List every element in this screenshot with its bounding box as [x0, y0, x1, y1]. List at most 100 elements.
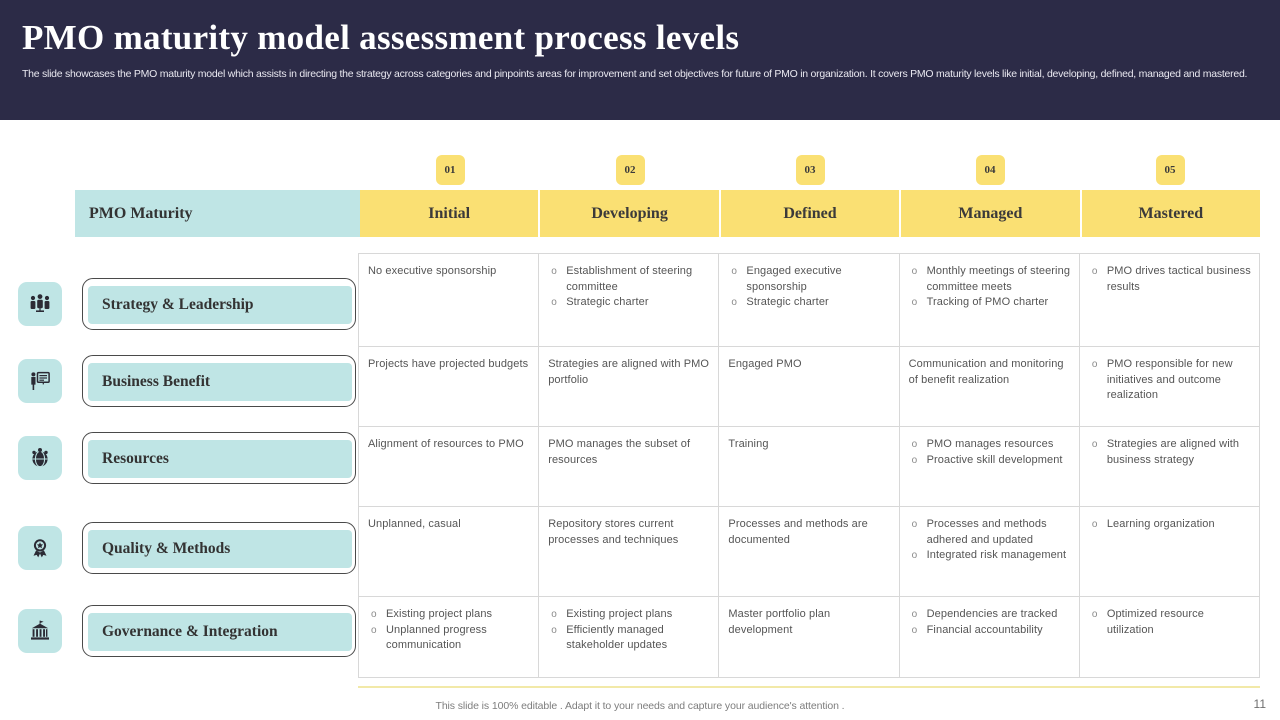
matrix-row: Existing project plansUnplanned progress… [359, 597, 1259, 677]
cell-bullet-item: Efficiently managed stakeholder updates [548, 623, 710, 654]
cell-bullet-list: Engaged executive sponsorshipStrategic c… [728, 264, 890, 311]
cell-text: Projects have projected budgets [368, 358, 529, 370]
level-badge-slot-5: 05 [1080, 155, 1260, 187]
level-badge-03: 03 [795, 155, 825, 185]
cell-bullet-list: Learning organization [1089, 517, 1251, 533]
matrix-cell-r4-c2[interactable]: Repository stores current processes and … [539, 507, 720, 596]
matrix-cell-r1-c2[interactable]: Establishment of steering committeeStrat… [539, 254, 720, 346]
category-outline: Governance & Integration [82, 605, 356, 657]
page-number: 11 [1253, 697, 1266, 711]
matrix-row: No executive sponsorshipEstablishment of… [359, 254, 1259, 347]
matrix-cell-r3-c5[interactable]: Strategies are aligned with business str… [1080, 427, 1259, 506]
level-header-developing[interactable]: Developing [540, 190, 721, 237]
matrix-cell-r1-c4[interactable]: Monthly meetings of steering committee m… [900, 254, 1080, 346]
cell-bullet-list: Strategies are aligned with business str… [1089, 437, 1251, 468]
matrix-row: Alignment of resources to PMO PMO manages… [359, 427, 1259, 507]
cell-text: Training [728, 438, 769, 450]
cell-bullet-item: Engaged executive sponsorship [728, 264, 890, 295]
cell-bullet-item: PMO manages resources [909, 437, 1071, 453]
matrix-cell-r5-c4[interactable]: Dependencies are trackedFinancial accoun… [900, 597, 1080, 677]
maturity-matrix-grid: No executive sponsorshipEstablishment of… [358, 253, 1260, 678]
cell-bullet-item: Integrated risk management [909, 548, 1071, 564]
matrix-cell-r4-c1[interactable]: Unplanned, casual [359, 507, 540, 596]
cell-bullet-item: Processes and methods adhered and update… [909, 517, 1071, 548]
category-outline: Resources [82, 432, 356, 484]
matrix-cell-r3-c1[interactable]: Alignment of resources to PMO [359, 427, 540, 506]
cell-text: Processes and methods are documented [728, 518, 868, 546]
cell-bullet-list: Existing project plansUnplanned progress… [368, 607, 530, 654]
category-label: Resources [88, 440, 352, 478]
category-row-2[interactable]: Business Benefit [18, 354, 358, 408]
cell-bullet-item: Optimized resource utilization [1089, 607, 1251, 638]
category-row-4[interactable]: Quality & Methods [18, 521, 358, 575]
level-badge-slot-1: 01 [360, 155, 540, 187]
level-badge-01: 01 [435, 155, 465, 185]
bottom-accent-divider [358, 686, 1260, 688]
cell-text: Strategies are aligned with PMO portfoli… [548, 358, 710, 386]
slide-header: PMO maturity model assessment process le… [0, 0, 1280, 120]
level-header-mastered[interactable]: Mastered [1081, 190, 1261, 237]
matrix-cell-r2-c2[interactable]: Strategies are aligned with PMO portfoli… [539, 347, 720, 426]
award-ribbon-icon [18, 526, 62, 570]
institution-building-icon [18, 609, 62, 653]
matrix-cell-r2-c5[interactable]: PMO responsible for new initiatives and … [1080, 347, 1259, 426]
category-label: Quality & Methods [88, 530, 352, 568]
cell-bullet-item: PMO drives tactical business results [1089, 264, 1251, 295]
cell-text: Alignment of resources to PMO [368, 438, 524, 450]
cell-bullet-item: Establishment of steering committee [548, 264, 710, 295]
cell-bullet-item: Strategic charter [728, 295, 890, 311]
matrix-cell-r3-c4[interactable]: PMO manages resourcesProactive skill dev… [900, 427, 1080, 506]
cell-bullet-item: Learning organization [1089, 517, 1251, 533]
matrix-cell-r5-c3[interactable]: Master portfolio plan development [719, 597, 900, 677]
cell-text: Unplanned, casual [368, 518, 461, 530]
cell-bullet-list: PMO manages resourcesProactive skill dev… [909, 437, 1071, 468]
cell-text: PMO manages the subset of resources [548, 438, 691, 466]
matrix-cell-r4-c5[interactable]: Learning organization [1080, 507, 1259, 596]
level-header-defined[interactable]: Defined [720, 190, 902, 237]
cell-bullet-item: Monthly meetings of steering committee m… [909, 264, 1071, 295]
cell-bullet-item: Strategies are aligned with business str… [1089, 437, 1251, 468]
cell-text: Communication and monitoring of benefit … [908, 358, 1064, 386]
category-outline: Business Benefit [82, 355, 356, 407]
level-badge-05: 05 [1155, 155, 1185, 185]
matrix-cell-r2-c4[interactable]: Communication and monitoring of benefit … [900, 347, 1080, 426]
cell-bullet-item: Existing project plans [368, 607, 530, 623]
level-badge-04: 04 [975, 155, 1005, 185]
level-header-managed[interactable]: Managed [901, 190, 1082, 237]
cell-bullet-list: Processes and methods adhered and update… [909, 517, 1071, 564]
cell-bullet-item: Tracking of PMO charter [909, 295, 1071, 311]
category-outline: Strategy & Leadership [82, 278, 356, 330]
matrix-cell-r1-c1[interactable]: No executive sponsorship [359, 254, 540, 346]
cell-bullet-item: Dependencies are tracked [909, 607, 1071, 623]
matrix-cell-r5-c2[interactable]: Existing project plansEfficiently manage… [539, 597, 720, 677]
cell-bullet-list: Monthly meetings of steering committee m… [909, 264, 1071, 311]
level-badge-slot-3: 03 [720, 155, 900, 187]
level-header-initial[interactable]: Initial [360, 190, 541, 237]
cell-bullet-item: Unplanned progress communication [368, 623, 530, 654]
matrix-cell-r3-c2[interactable]: PMO manages the subset of resources [539, 427, 720, 506]
matrix-cell-r2-c1[interactable]: Projects have projected budgets [359, 347, 540, 426]
matrix-cell-r1-c5[interactable]: PMO drives tactical business results [1080, 254, 1259, 346]
matrix-cell-r1-c3[interactable]: Engaged executive sponsorshipStrategic c… [719, 254, 900, 346]
cell-bullet-item: PMO responsible for new initiatives and … [1089, 357, 1251, 404]
matrix-cell-r4-c4[interactable]: Processes and methods adhered and update… [900, 507, 1080, 596]
category-row-3[interactable]: Resources [18, 431, 358, 485]
matrix-cell-r5-c1[interactable]: Existing project plansUnplanned progress… [359, 597, 540, 677]
level-badge-slot-2: 02 [540, 155, 720, 187]
matrix-cell-r5-c5[interactable]: Optimized resource utilization [1080, 597, 1259, 677]
matrix-cell-r4-c3[interactable]: Processes and methods are documented [719, 507, 900, 596]
level-badge-slot-4: 04 [900, 155, 1080, 187]
page-subtitle: The slide showcases the PMO maturity mod… [22, 68, 1248, 80]
category-row-1[interactable]: Strategy & Leadership [18, 277, 358, 331]
category-label: Business Benefit [88, 363, 352, 401]
presenter-board-icon [18, 359, 62, 403]
footer-note: This slide is 100% editable . Adapt it t… [435, 700, 845, 712]
globe-people-icon [18, 436, 62, 480]
level-badge-02: 02 [615, 155, 645, 185]
category-row-5[interactable]: Governance & Integration [18, 604, 358, 658]
matrix-cell-r2-c3[interactable]: Engaged PMO [719, 347, 900, 426]
matrix-cell-r3-c3[interactable]: Training [719, 427, 900, 506]
